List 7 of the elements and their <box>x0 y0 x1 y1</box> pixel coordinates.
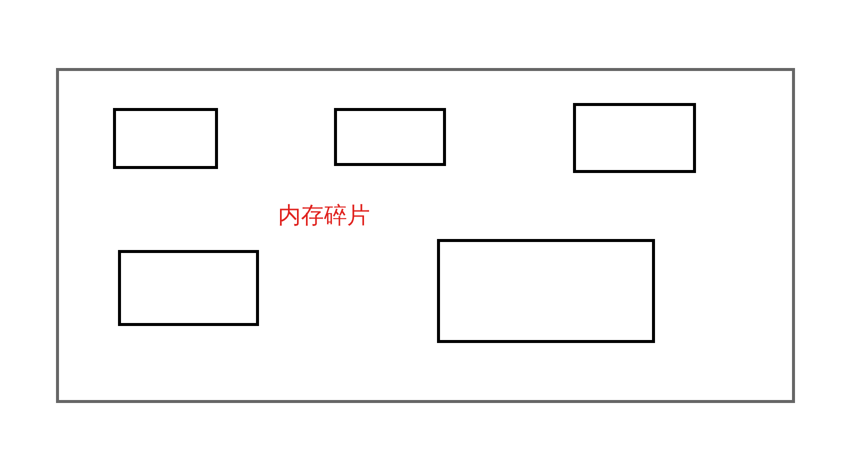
memory-block <box>334 108 446 166</box>
memory-block <box>573 103 696 173</box>
caption-text: 内存碎片 <box>278 203 370 231</box>
memory-frame <box>56 68 795 403</box>
memory-block <box>118 250 259 326</box>
memory-block <box>437 239 655 343</box>
memory-block <box>113 108 218 169</box>
